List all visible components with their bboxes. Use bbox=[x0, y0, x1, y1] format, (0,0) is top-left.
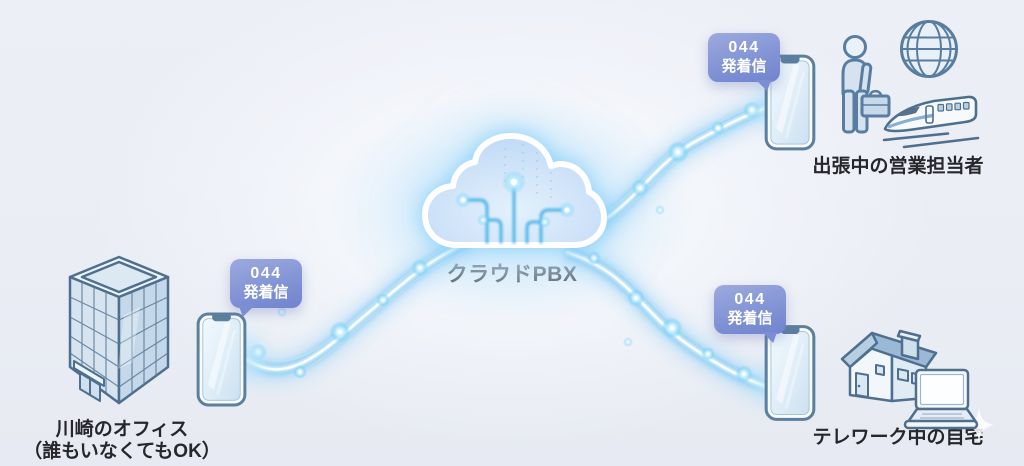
badge-number: 044 bbox=[734, 291, 766, 308]
badge-label: 発着信 bbox=[721, 58, 767, 75]
badge-label: 発着信 bbox=[243, 284, 289, 301]
telework-home-label: テレワーク中の自宅 bbox=[812, 427, 984, 448]
sparkle-icon bbox=[964, 408, 994, 442]
sales-badge: 044 発着信 bbox=[708, 33, 780, 82]
office-label: 川崎のオフィス （誰もいなくてもOK） bbox=[4, 419, 240, 464]
businessperson-briefcase-icon bbox=[841, 35, 891, 134]
house-icon bbox=[840, 329, 938, 403]
globe-icon bbox=[900, 20, 958, 78]
sales-rep-label: 出張中の営業担当者 bbox=[812, 156, 984, 177]
office-smartphone-icon bbox=[196, 312, 247, 407]
office-label-line1: 川崎のオフィス bbox=[55, 419, 189, 440]
badge-number: 044 bbox=[250, 265, 282, 282]
badge-label: 発着信 bbox=[727, 310, 773, 327]
office-badge: 044 発着信 bbox=[230, 259, 302, 308]
office-label-line2: （誰もいなくてもOK） bbox=[23, 441, 221, 463]
home-badge: 044 発着信 bbox=[714, 285, 786, 334]
bullet-train-icon bbox=[882, 95, 980, 149]
cloud-pbx-icon bbox=[422, 133, 607, 248]
laptop-icon bbox=[903, 368, 979, 430]
office-building-icon bbox=[68, 255, 170, 405]
badge-number: 044 bbox=[728, 39, 760, 56]
